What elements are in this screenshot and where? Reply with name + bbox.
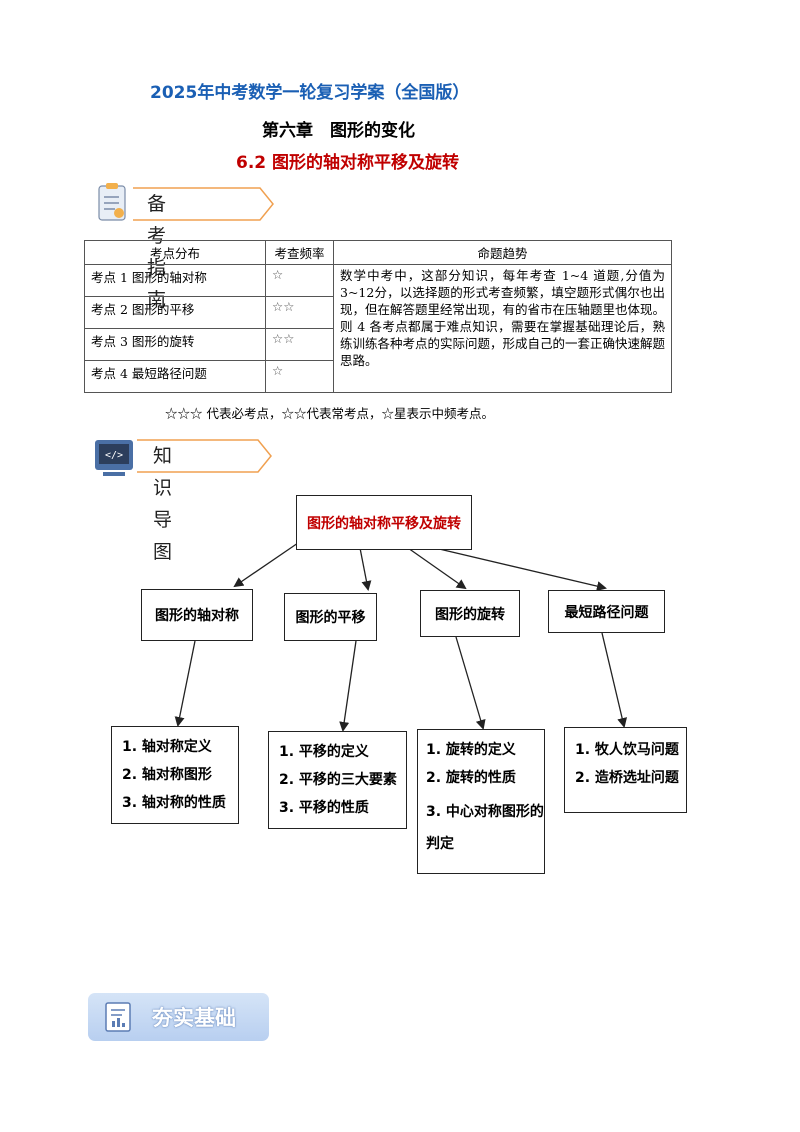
branch-title: 图形的平移	[295, 610, 366, 626]
mind-map-root: 图形的轴对称平移及旋转	[296, 495, 472, 550]
foundation-banner: 夯实基础	[88, 993, 269, 1041]
list-item: 2. 旋转的性质	[426, 770, 516, 786]
branch-title: 最短路径问题	[564, 604, 649, 621]
map-banner-label: 知识导图	[153, 445, 173, 563]
branch-title: 图形的旋转	[435, 606, 505, 623]
table-row: 考点 4 最短路径问题 ☆	[84, 360, 672, 393]
list-item: 3. 轴对称的性质	[122, 795, 226, 811]
branch-title: 图形的轴对称	[155, 608, 239, 624]
list-item: 3. 中心对称图形的	[426, 804, 544, 820]
document-title: 2025年中考数学一轮复习学案（全国版）	[150, 83, 470, 103]
branch-axial-symmetry: 图形的轴对称	[141, 589, 253, 641]
table-row: 考点 2 图形的平移 ☆☆	[84, 296, 672, 329]
list-item: 1. 牧人饮马问题	[575, 742, 679, 758]
list-item: 判定	[426, 836, 454, 852]
guide-table: 考点分布 考查频率 命题趋势 考点 1 图形的轴对称 ☆ 数学中考中，这部分知识…	[84, 240, 672, 393]
topic-cell: 考点 4 最短路径问题	[84, 360, 266, 393]
foundation-banner-label: 夯实基础	[152, 1006, 236, 1030]
list-item: 1. 旋转的定义	[426, 742, 516, 758]
clipboard-icon	[98, 183, 274, 221]
frequency-cell: ☆	[265, 360, 334, 393]
leaf-rotation: 1. 旋转的定义 2. 旋转的性质 3. 中心对称图形的 判定	[417, 729, 545, 874]
frequency-cell: ☆☆	[265, 296, 334, 329]
list-item: 2. 造桥选址问题	[575, 770, 679, 786]
section-title: 6.2 图形的轴对称平移及旋转	[236, 153, 460, 173]
leaf-axial-symmetry: 1. 轴对称定义 2. 轴对称图形 3. 轴对称的性质	[111, 726, 239, 824]
branch-shortest-path: 最短路径问题	[548, 590, 665, 633]
code-screen-icon: </>	[95, 439, 272, 476]
frequency-legend-note: ☆☆☆ 代表必考点，☆☆代表常考点，☆星表示中频考点。	[165, 406, 494, 421]
list-item: 3. 平移的性质	[279, 800, 369, 816]
list-item: 2. 平移的三大要素	[279, 772, 397, 788]
leaf-translation: 1. 平移的定义 2. 平移的三大要素 3. 平移的性质	[268, 731, 407, 829]
branch-translation: 图形的平移	[284, 593, 377, 641]
table-row: 考点 3 图形的旋转 ☆☆	[84, 328, 672, 361]
list-item: 2. 轴对称图形	[122, 767, 212, 783]
table-row: 考点 1 图形的轴对称 ☆ 数学中考中，这部分知识，每年考查 1~4 道题,分值…	[84, 264, 672, 393]
list-item: 1. 平移的定义	[279, 744, 369, 760]
root-label: 图形的轴对称平移及旋转	[307, 515, 461, 532]
trend-cell: 数学中考中，这部分知识，每年考查 1~4 道题,分值为 3~12分，以选择题的形…	[333, 264, 672, 393]
chapter-title: 第六章 图形的变化	[262, 121, 415, 141]
list-item: 1. 轴对称定义	[122, 739, 212, 755]
topic-cell: 考点 3 图形的旋转	[84, 328, 266, 361]
leaf-shortest-path: 1. 牧人饮马问题 2. 造桥选址问题	[564, 727, 687, 813]
document-chart-icon	[105, 1002, 131, 1032]
branch-rotation: 图形的旋转	[420, 590, 520, 637]
topic-cell: 考点 2 图形的平移	[84, 296, 266, 329]
svg-text:</>: </>	[105, 450, 123, 461]
